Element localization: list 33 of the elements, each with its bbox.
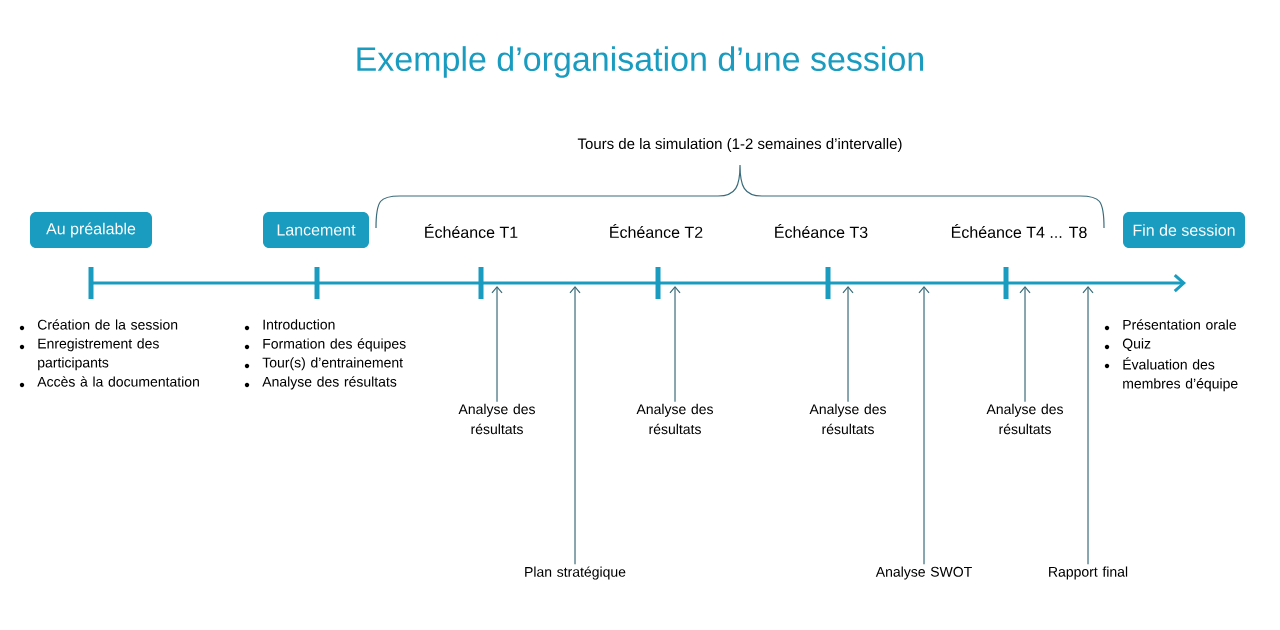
leader-arrow (842, 286, 854, 403)
callout-text: Analyse des résultats (458, 403, 535, 435)
stage-box: Au préalable (30, 212, 152, 248)
bullet-item: Formation des équipes (244, 338, 406, 352)
callout-text: Analyse des résultats (809, 403, 886, 435)
leader-arrow (569, 286, 581, 565)
callout-text: Analyse SWOT (875, 566, 972, 580)
leader-arrow (918, 286, 930, 565)
milestone-label: Échéance T4 ... T8 (951, 224, 1087, 239)
bullet-item: Accès à la documentation (19, 376, 199, 388)
callout-text: Plan stratégique (525, 566, 626, 580)
stage-box: Fin de session (1123, 212, 1245, 248)
bullet-item: Quiz (1104, 338, 1151, 352)
bullet-item: Évaluation des membres d’équipe (1104, 357, 1238, 392)
leader-arrow (1082, 286, 1094, 565)
leader-arrow (491, 286, 503, 403)
title: Exemple d’organisation d’une session (357, 46, 924, 78)
stage-box: Lancement (263, 212, 369, 248)
bullet-item: Analyse des résultats (244, 376, 397, 390)
callout-text: Analyse des résultats (986, 403, 1063, 435)
milestone-label: Échéance T3 (775, 224, 868, 239)
bullet-item: Création de la session (19, 319, 178, 331)
callout-text: Analyse des résultats (636, 403, 713, 435)
section-heading: Tours de la simulation (1-2 semaines d’intervalle) (577, 138, 902, 152)
milestone-label: Échéance T1 (425, 224, 518, 239)
milestone-label: Échéance T2 (610, 224, 703, 239)
bullet-item: Enregistrement des participants (19, 338, 159, 371)
leader-arrow (669, 286, 681, 403)
bullet-item: Présentation orale (1104, 319, 1236, 331)
bullet-item: Tour(s) d’entrainement (244, 357, 403, 371)
bullet-item: Introduction (244, 319, 335, 331)
leader-arrow (1019, 286, 1031, 403)
callout-text: Rapport final (1049, 566, 1128, 580)
